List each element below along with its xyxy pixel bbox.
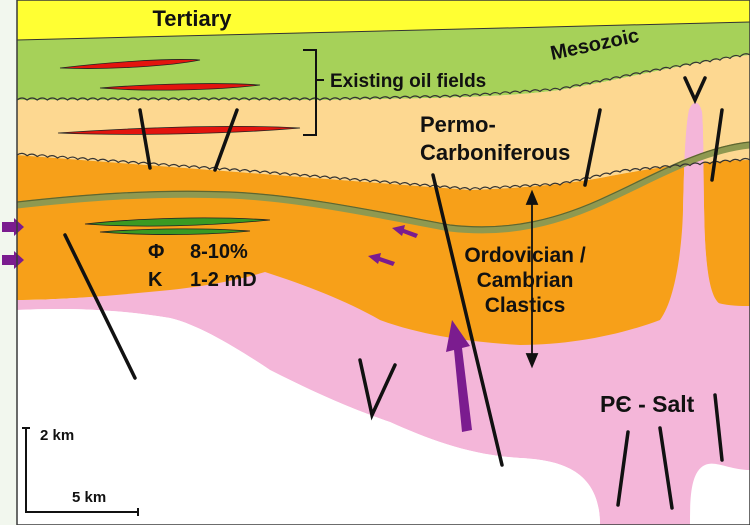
oil-lens-1: [59, 59, 201, 69]
scale-vertical-label: 2 km: [40, 427, 74, 444]
permeability-value: 1-2 mD: [190, 269, 257, 291]
fault-8: [358, 358, 397, 421]
arrow-left-2: [2, 251, 24, 269]
permo-label-line1: Permo-: [420, 112, 496, 137]
tertiary-layer: [17, 0, 750, 40]
permo-carboniferous-layer: [17, 55, 750, 190]
arrow-mid-2: [368, 253, 395, 266]
migration-arrows: [2, 218, 472, 432]
mesozoic-layer: [17, 22, 750, 100]
unconformity-permo-base: [16, 152, 750, 191]
fault-1: [138, 108, 152, 170]
ordovician-label-line2: Cambrian: [477, 269, 574, 292]
arrow-mid-1: [392, 225, 418, 238]
arrow-left-1: [2, 218, 24, 236]
fault-2: [213, 108, 239, 172]
permeability-symbol: K: [148, 269, 163, 291]
ordovician-label-line3: Clastics: [485, 294, 566, 317]
oil-lens-2: [99, 83, 261, 91]
salt-label: PЄ - Salt: [600, 391, 695, 417]
porosity-symbol: Φ: [148, 241, 164, 263]
permo-label-line2: Carboniferous: [420, 140, 570, 165]
scale-bar: [22, 427, 139, 516]
fault-7: [710, 108, 724, 182]
thickness-arrow: [525, 189, 539, 369]
gas-lens-2: [99, 228, 251, 235]
tertiary-label: Tertiary: [152, 6, 232, 31]
scale-horizontal-label: 5 km: [72, 489, 106, 506]
oil-lens-3: [57, 125, 301, 135]
marker-bed: [17, 141, 750, 234]
oil-fields-bracket: [303, 49, 324, 136]
basement-left: [17, 308, 600, 525]
faults: [63, 76, 724, 510]
porosity-value: 8-10%: [190, 241, 248, 263]
arrow-big: [446, 320, 472, 432]
frame: [16, 0, 750, 525]
existing-oil-fields-label: Existing oil fields: [330, 71, 486, 92]
fault-6: [683, 76, 707, 105]
gas-lens-1: [84, 217, 271, 227]
fault-5: [583, 108, 602, 187]
salt-layer: [17, 102, 750, 525]
fault-4: [431, 173, 504, 467]
salt-diapir: [682, 102, 720, 310]
ordovician-label-line1: Ordovician /: [464, 244, 586, 267]
fault-10: [658, 426, 674, 510]
fault-3: [63, 233, 137, 380]
unconformity-mesozoic-base: [16, 53, 750, 101]
fault-9: [616, 430, 630, 507]
unconformity-tertiary-base: [16, 21, 750, 41]
fault-11: [713, 393, 724, 462]
layers-group: [17, 0, 750, 525]
marker-bed-outline: [17, 141, 750, 228]
